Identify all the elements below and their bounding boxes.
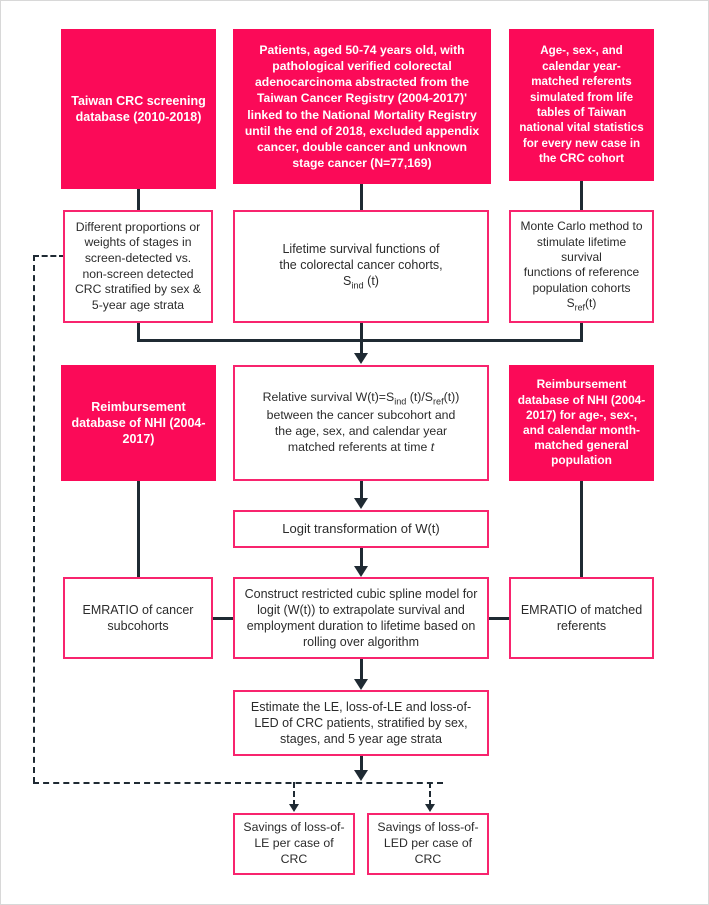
node-savings-loss-of-le-label: Savings of loss-of-LE per case of CRC	[243, 820, 345, 866]
connector-lifetime-down	[360, 323, 363, 341]
arrow-dashed-to-savings-led	[425, 804, 435, 812]
node-relative-survival-l2: between the cancer subcohort and	[266, 408, 456, 423]
connector-spline-to-estimate	[360, 659, 363, 681]
node-emratio-cancer-subcohorts: EMRATIO of cancer subcohorts	[63, 577, 213, 659]
node-reimbursement-database-nhi: Reimbursement database of NHI (2004-2017…	[61, 365, 216, 481]
node-reimbursement-database-nhi-label: Reimbursement database of NHI (2004-2017…	[71, 400, 206, 446]
node-relative-survival-l1-sub2: ref	[433, 396, 444, 407]
node-patients-cohort-label: Patients, aged 50-74 years old, with pat…	[244, 42, 480, 171]
node-monte-carlo-line4-b: (t)	[585, 296, 597, 311]
node-relative-survival-l4-a: matched referents at time	[287, 439, 431, 454]
arrow-logit-to-spline	[354, 566, 368, 577]
arrow-estimate-to-bus	[354, 770, 368, 781]
node-construct-spline-model: Construct restricted cubic spline model …	[233, 577, 489, 659]
node-relative-survival-l4-italic: t	[430, 439, 435, 454]
connector-emratio-right-to-spline	[487, 617, 511, 620]
node-relative-survival-l3: the age, sex, and calendar year	[274, 424, 448, 439]
node-lifetime-survival-symbol-base: S	[343, 273, 352, 288]
connector-relative-to-logit	[360, 481, 363, 500]
connector-patients-to-lifetime	[360, 184, 363, 211]
node-relative-survival-l1-c: (t))	[443, 390, 460, 405]
arrow-dashed-to-savings-le	[289, 804, 299, 812]
node-construct-spline-model-label: Construct restricted cubic spline model …	[244, 587, 478, 649]
connector-montecarlo-down	[580, 323, 583, 341]
arrow-bus-to-relative-survival	[354, 353, 368, 364]
node-lifetime-survival-line1: Lifetime survival functions of	[282, 241, 440, 256]
node-logit-transformation-label: Logit transformation of W(t)	[282, 520, 440, 536]
node-taiwan-crc-screening-database-label: Taiwan CRC screening database (2010-2018…	[71, 94, 206, 124]
dashed-bottom-horizontal	[33, 782, 443, 784]
node-savings-loss-of-le: Savings of loss-of-LE per case of CRC	[233, 813, 355, 875]
node-reimbursement-nhi-general-population: Reimbursement database of NHI (2004-2017…	[509, 365, 654, 481]
connector-logit-to-spline	[360, 548, 363, 568]
connector-bus-to-relative-survival	[360, 339, 363, 357]
arrow-spline-to-estimate	[354, 679, 368, 690]
node-relative-survival: Relative survival W(t)=Sind (t)/Sref(t))…	[233, 365, 489, 481]
node-patients-cohort: Patients, aged 50-74 years old, with pat…	[233, 29, 491, 184]
node-lifetime-survival-line2: the colorectal cancer cohorts,	[279, 257, 443, 272]
arrow-relative-to-logit	[354, 498, 368, 509]
node-emratio-cancer-subcohorts-label: EMRATIO of cancer subcohorts	[82, 603, 194, 633]
dashed-branch-to-savings-led	[429, 782, 431, 806]
node-relative-survival-l1-sub1: ind	[394, 396, 407, 407]
node-monte-carlo-method: Monte Carlo method to stimulate lifetime…	[509, 210, 654, 323]
connector-emratio-left-to-spline	[211, 617, 235, 620]
node-emratio-matched-referents: EMRATIO of matched referents	[509, 577, 654, 659]
node-monte-carlo-line4-sub: ref	[574, 302, 586, 313]
node-different-proportions-label: Different proportions or weights of stag…	[75, 219, 201, 312]
connector-estimate-to-bus	[360, 756, 363, 774]
node-lifetime-survival-symbol-sub: ind	[351, 280, 364, 291]
node-emratio-matched-referents-label: EMRATIO of matched referents	[520, 603, 643, 633]
node-estimate-le-label: Estimate the LE, loss-of-LE and loss-of-…	[250, 700, 472, 746]
node-savings-loss-of-led-label: Savings of loss-of-LED per case of CRC	[377, 820, 479, 866]
dashed-left-vertical	[33, 255, 35, 783]
connector-lifetime-down-stub	[137, 323, 140, 341]
node-relative-survival-l1-a: Relative survival W(t)=S	[262, 390, 395, 405]
dashed-proportions-left-stub	[33, 255, 65, 257]
connector-reimbursement-right-stub	[580, 481, 583, 579]
node-monte-carlo-line4-a: population cohorts S	[532, 280, 631, 311]
node-different-proportions: Different proportions or weights of stag…	[63, 210, 213, 323]
node-relative-survival-l1-b: (t)/S	[406, 390, 433, 405]
node-lifetime-survival-symbol-tail: (t)	[363, 273, 379, 288]
connector-reimbursement-left-stub	[137, 481, 140, 579]
node-reimbursement-nhi-general-population-label: Reimbursement database of NHI (2004-2017…	[517, 377, 646, 468]
node-matched-referents-simulated: Age-, sex-, and calendar year- matched r…	[509, 29, 654, 181]
node-monte-carlo-line3: functions of reference	[523, 265, 640, 280]
connector-screening-to-proportions	[137, 189, 140, 211]
node-taiwan-crc-screening-database: Taiwan CRC screening database (2010-2018…	[61, 29, 216, 189]
connector-referents-to-montecarlo	[580, 181, 583, 211]
node-savings-loss-of-led: Savings of loss-of-LED per case of CRC	[367, 813, 489, 875]
node-estimate-le: Estimate the LE, loss-of-LE and loss-of-…	[233, 690, 489, 756]
dashed-branch-to-savings-le	[293, 782, 295, 806]
node-monte-carlo-line2: stimulate lifetime survival	[536, 234, 627, 264]
node-monte-carlo-line1: Monte Carlo method to	[520, 219, 643, 234]
node-matched-referents-simulated-label: Age-, sex-, and calendar year- matched r…	[519, 44, 644, 166]
node-lifetime-survival-functions: Lifetime survival functions of the color…	[233, 210, 489, 323]
node-logit-transformation: Logit transformation of W(t)	[233, 510, 489, 548]
